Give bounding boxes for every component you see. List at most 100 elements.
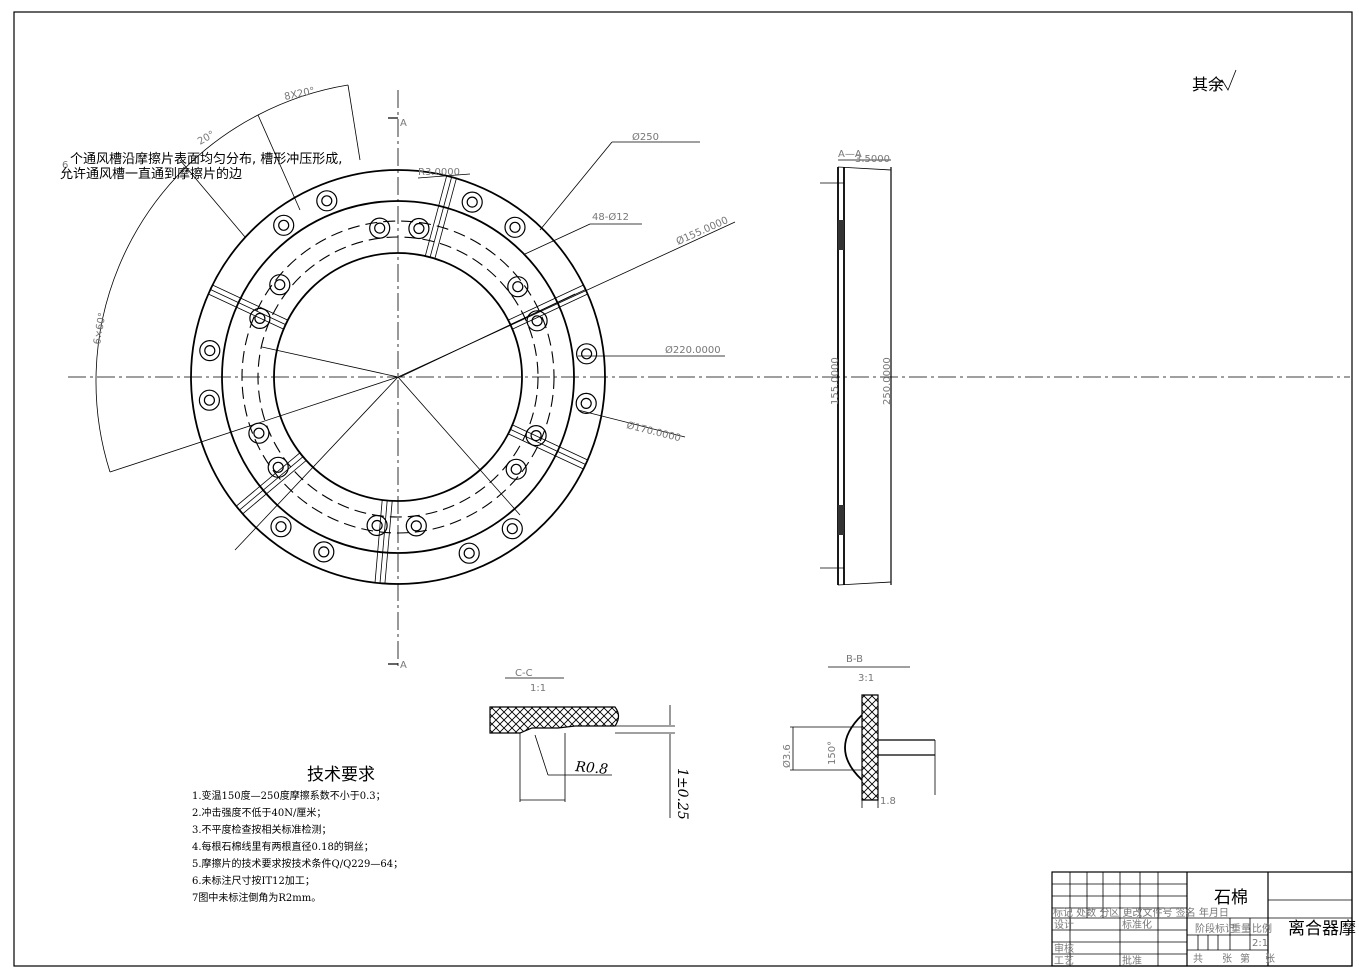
section-bb-scale: 3:1 [858, 673, 874, 684]
dim-d155: Ø155.0000 [674, 214, 730, 248]
rivet-hole [267, 456, 289, 478]
rivet-hole [278, 219, 290, 231]
section-mark-a-bottom: A [400, 660, 407, 671]
inner-circle-155 [273, 252, 523, 502]
rivet-hole [273, 214, 295, 236]
leader-holes [524, 223, 591, 255]
section-cc-scale: 1:1 [530, 683, 546, 694]
hole-pitch-circle-outer [241, 220, 555, 534]
leader-d170 [577, 409, 686, 438]
leader-lower-right [397, 376, 521, 516]
leader-slot [399, 293, 576, 378]
tb-ratio-value: 2:1 [1252, 938, 1268, 949]
note-line1: 个通风槽沿摩擦片表面均匀分布, 槽形冲压形成, [70, 151, 342, 167]
vent-slot-line [210, 289, 286, 325]
outer-circle [190, 169, 606, 585]
rivet-hole [410, 520, 422, 532]
rivet-hole [413, 222, 425, 235]
dim-20: 20° [196, 129, 217, 147]
side-view-aa [820, 159, 892, 586]
rivet-hole [408, 217, 430, 240]
vent-slot-line [424, 175, 448, 257]
vent-slot-line [512, 293, 588, 330]
vent-slot-line [379, 500, 388, 584]
rivet-hole [369, 217, 391, 239]
rivet-hole [275, 521, 287, 533]
dim-d170: Ø170.0000 [625, 419, 682, 444]
vent-slot-line [508, 433, 584, 470]
side-view-title: A—A [838, 149, 862, 160]
rivet-hole [501, 518, 523, 540]
rivet-hole [461, 191, 483, 213]
tech-item: 5.摩擦片的技术要求按技术条件Q/Q229—64； [192, 857, 403, 870]
dim-6x60: 6×60° [92, 312, 108, 346]
vent-slot-line [208, 293, 284, 330]
tech-requirements: 1.变温150度—250度摩擦系数不小于0.3； 2.冲击强度不低于40N/厘米；… [192, 789, 403, 904]
rivet-hole [531, 315, 543, 327]
tb-standard: 标准化 [1122, 918, 1152, 931]
rivet-hole [512, 281, 524, 293]
tb-part-name: 离合器摩 [1288, 919, 1356, 939]
tech-item: 4.每根石棉线里有两根直径0.18的铜丝； [192, 840, 374, 853]
note-line2: 允许通风槽一直通到摩擦片的边 [60, 166, 242, 182]
rivet-hole [506, 523, 518, 535]
vent-slot-line [242, 460, 307, 515]
rivet-hole [270, 516, 292, 538]
rivet-hole [374, 222, 386, 234]
tech-item: 3.不平度检查按相关标准检测； [192, 823, 332, 836]
dim-bb-width: 1.8 [880, 796, 896, 807]
leader-lower-left [234, 376, 399, 551]
rivet-hole [507, 276, 529, 298]
rivet-hole [405, 515, 427, 537]
dim-d250: Ø250 [632, 131, 659, 143]
vent-slot-line [434, 178, 457, 259]
hole-pitch-circle-inner [257, 236, 539, 518]
rivet-hole [504, 216, 526, 238]
tech-item: 7图中未标注倒角为R2mm。 [192, 891, 321, 904]
tb-sheet-unit: 张 [1265, 953, 1275, 965]
vent-slots [208, 175, 588, 584]
tb-approve: 批准 [1122, 954, 1142, 967]
rivet-hole [530, 430, 542, 442]
rivet-hole [371, 519, 383, 532]
tb-sheets-total: 共 [1193, 953, 1203, 965]
note-leader [179, 159, 246, 238]
section-mark-a-top: A [400, 118, 407, 129]
dim-8x20: 8X20° [283, 86, 316, 103]
tb-header-row: 标记 处数 分区 更改文件号 签名 年月日 [1053, 906, 1229, 919]
rivet-hole [269, 274, 291, 296]
tb-design: 设计 [1054, 918, 1074, 931]
rivet-hole [318, 546, 330, 558]
rivet-hole [249, 307, 271, 329]
rivet-hole [204, 345, 216, 357]
vent-slot-line [512, 424, 588, 461]
dim-bb-angle: 150° [827, 741, 838, 765]
rivet-hole [580, 348, 593, 360]
dim-d220: Ø220.0000 [665, 344, 721, 356]
dim-bb-height: Ø3.6 [781, 744, 793, 768]
tb-process: 工艺 [1054, 955, 1074, 967]
rivet-hole [274, 279, 286, 291]
rivet-hole [510, 463, 522, 475]
title-block [1051, 871, 1353, 967]
vent-slot-line [384, 500, 393, 584]
rivet-hole [466, 196, 478, 208]
arc-8x20 [257, 84, 349, 116]
tech-item: 2.冲击强度不低于40N/厘米； [192, 806, 326, 819]
note-count: 6 [62, 160, 68, 171]
dim-h250: 250.0000 [882, 357, 893, 405]
rivet-hole [575, 392, 597, 414]
tech-item: 1.变温150度—250度摩擦系数不小于0.3； [192, 789, 386, 802]
rivet-hole [580, 397, 592, 409]
rivet-hole [509, 221, 521, 233]
tb-sheet-no: 第 [1240, 952, 1250, 965]
tech-title: 技术要求 [307, 765, 375, 785]
section-bb-title: B-B [846, 654, 863, 665]
dim-holes: 48-Ø12 [592, 211, 629, 223]
arc-6x60 [95, 114, 259, 473]
section-cc-title: C-C [515, 668, 533, 679]
rivet-hole [254, 312, 266, 324]
leader-d250 [539, 141, 613, 231]
tb-stage: 阶段标记 [1195, 922, 1235, 935]
tb-check: 审核 [1054, 942, 1074, 955]
